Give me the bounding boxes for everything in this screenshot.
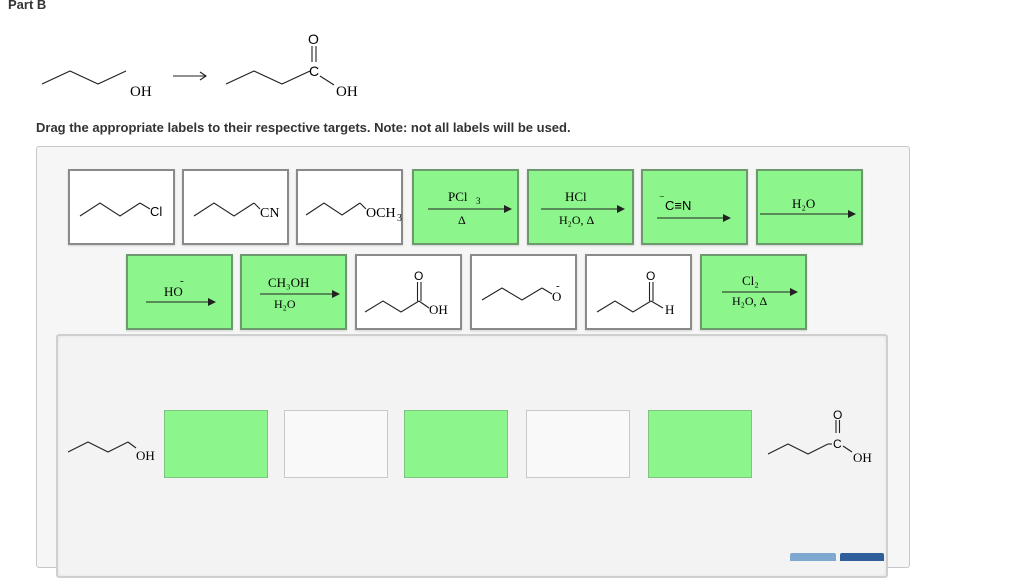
alkoxide-charge: -	[556, 280, 560, 292]
reaction-arrow-head	[199, 71, 207, 81]
cyanide-charge: ⁻	[659, 193, 665, 205]
label-cyanide[interactable]: ⁻ C≡N	[641, 169, 748, 245]
label-alkyl-chloride[interactable]: Cl	[68, 169, 175, 245]
label-methanol-water[interactable]: CH₃OH H₂O	[240, 254, 347, 330]
label-hydroxide[interactable]: HO -	[126, 254, 233, 330]
target-end-molecule: O C OH	[767, 408, 872, 465]
methyl-ether-label: OCH	[366, 206, 396, 221]
target-start-oh: OH	[136, 448, 155, 463]
acid-chain	[225, 70, 311, 85]
chloride-label: Cl	[150, 204, 162, 219]
target-start-molecule: OH	[67, 441, 155, 463]
methanol-water: H₂O	[274, 297, 296, 311]
label-hcl-water-heat[interactable]: HCl H₂O, Δ	[527, 169, 634, 245]
part-title: Part B	[8, 0, 47, 12]
drop-target-3[interactable]	[404, 410, 508, 478]
target-end-c: C	[833, 437, 842, 451]
methanol-text: CH₃OH	[268, 275, 309, 290]
hcl-conditions: H₂O, Δ	[559, 213, 595, 227]
alkoxide-o: O	[552, 289, 561, 304]
hydroxide-text: HO	[164, 284, 183, 299]
acid-label-oh: OH	[429, 302, 448, 317]
drop-target-1[interactable]	[164, 410, 268, 478]
cyanide-text: C≡N	[665, 198, 691, 213]
acid-label-o: O	[414, 269, 423, 283]
drop-target-2[interactable]	[284, 410, 388, 478]
water-text: H₂O	[792, 196, 815, 211]
chlorine-conditions: H₂O, Δ	[732, 294, 768, 308]
label-pcl3-heat[interactable]: PCl 3 Δ	[412, 169, 519, 245]
submit-button[interactable]	[840, 553, 884, 561]
aldehyde-h: H	[665, 302, 674, 317]
butanol-chain	[41, 70, 127, 85]
hcl-text: HCl	[565, 189, 587, 204]
label-methyl-ether[interactable]: OCH 3	[296, 169, 403, 245]
acid-o: O	[308, 31, 319, 47]
chlorine-text: Cl₂	[742, 273, 759, 288]
label-carboxylic-acid[interactable]: O OH	[355, 254, 462, 330]
pcl3-heat-symbol: Δ	[458, 213, 466, 227]
acid-c: C	[309, 63, 319, 79]
bottom-buttons	[790, 553, 884, 561]
hydroxide-charge: -	[180, 275, 184, 287]
pcl3-text: PCl	[448, 189, 468, 204]
reset-button[interactable]	[790, 553, 836, 561]
label-alkoxide[interactable]: O -	[470, 254, 577, 330]
reaction-scheme: OH O C OH	[41, 31, 358, 100]
label-water[interactable]: H₂O	[756, 169, 863, 245]
pcl3-subscript: 3	[476, 196, 481, 206]
aldehyde-o: O	[646, 269, 655, 283]
label-nitrile[interactable]: CN	[182, 169, 289, 245]
target-end-oh: OH	[853, 450, 872, 465]
acid-oh: OH	[336, 84, 358, 100]
instruction-text: Drag the appropriate labels to their res…	[36, 120, 571, 135]
butanol-oh: OH	[130, 84, 152, 100]
drop-target-5[interactable]	[648, 410, 752, 478]
target-end-o: O	[833, 408, 842, 422]
nitrile-label: CN	[260, 206, 279, 221]
label-aldehyde[interactable]: O H	[585, 254, 692, 330]
drop-target-4[interactable]	[526, 410, 630, 478]
label-chlorine-water-heat[interactable]: Cl₂ H₂O, Δ	[700, 254, 807, 330]
acid-c-o-bond	[319, 75, 335, 86]
methyl-ether-subscript: 3	[397, 213, 402, 224]
